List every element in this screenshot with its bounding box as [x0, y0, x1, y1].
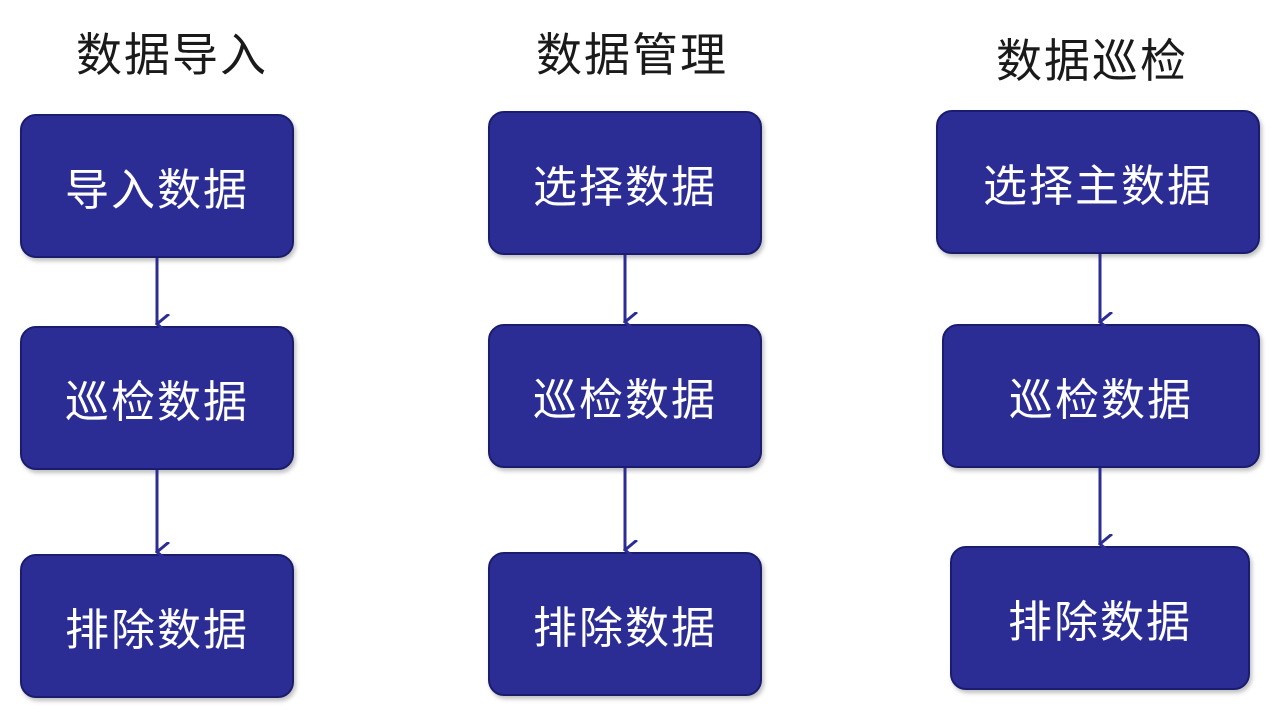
step-box-inspect-data: 巡检数据 [488, 324, 762, 468]
step-box-exclude-data: 排除数据 [950, 546, 1250, 690]
column-title-data-inspection: 数据巡检 [996, 34, 1188, 88]
column-title-data-management: 数据管理 [536, 28, 728, 82]
column-title-data-import: 数据导入 [76, 28, 268, 82]
step-box-import-data: 导入数据 [20, 114, 294, 258]
step-box-select-data: 选择数据 [488, 111, 762, 255]
step-box-exclude-data: 排除数据 [488, 552, 762, 696]
step-box-select-master-data: 选择主数据 [936, 110, 1260, 254]
step-box-inspect-data: 巡检数据 [20, 326, 294, 470]
step-box-exclude-data: 排除数据 [20, 554, 294, 698]
step-box-inspect-data: 巡检数据 [942, 324, 1260, 468]
